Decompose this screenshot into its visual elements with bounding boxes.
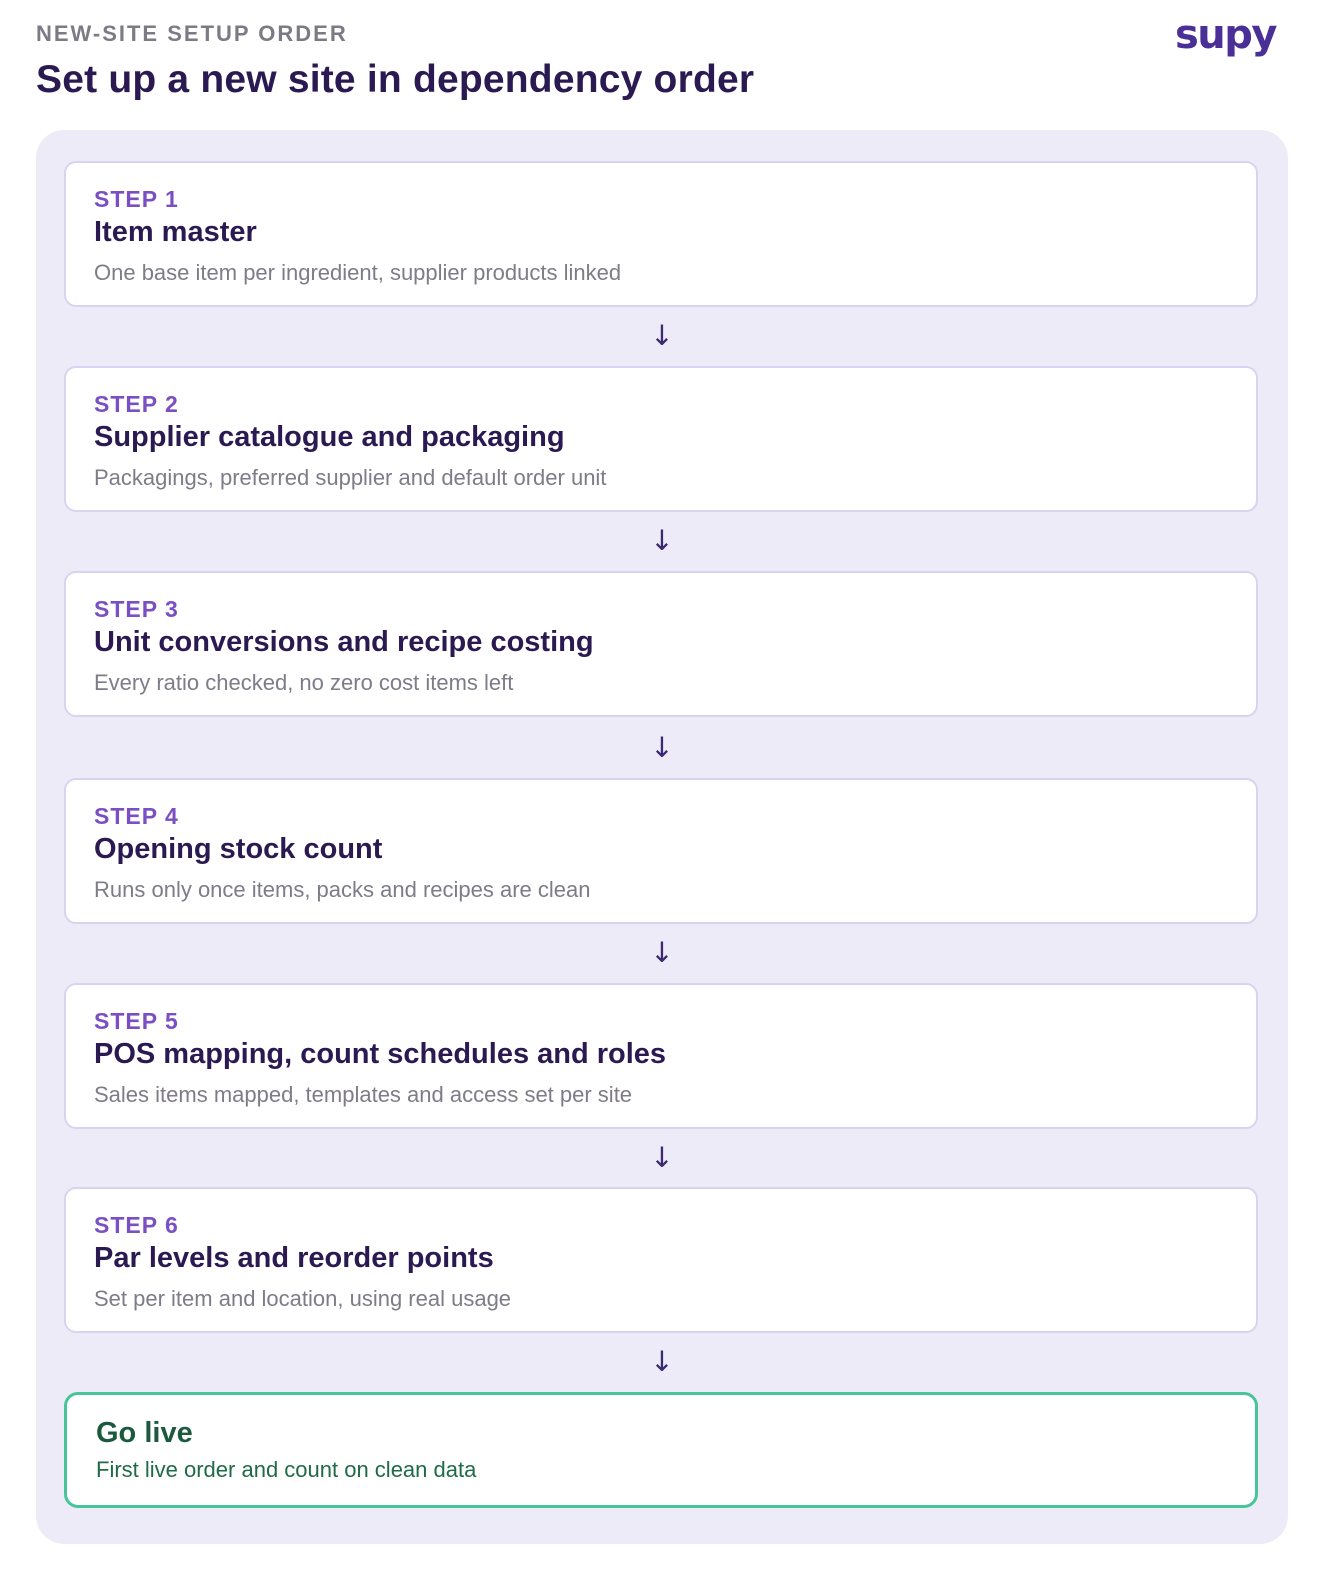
step-title: POS mapping, count schedules and roles xyxy=(94,1038,667,1070)
step-title: Opening stock count xyxy=(94,833,383,865)
step-label: STEP 5 xyxy=(94,1008,179,1034)
step-card-5: STEP 5 POS mapping, count schedules and … xyxy=(64,983,1258,1129)
step-card-4: STEP 4 Opening stock count Runs only onc… xyxy=(64,778,1258,924)
step-title: Item master xyxy=(94,216,257,248)
step-label: STEP 3 xyxy=(94,596,179,622)
step-card-1: STEP 1 Item master One base item per ing… xyxy=(64,161,1258,307)
go-live-title: Go live xyxy=(96,1417,193,1449)
page-title: Set up a new site in dependency order xyxy=(36,58,755,101)
down-arrow-icon: ↓ xyxy=(650,524,674,557)
down-arrow-icon: ↓ xyxy=(650,1141,674,1174)
step-description: One base item per ingredient, supplier p… xyxy=(94,260,622,285)
page-eyebrow: NEW-SITE SETUP ORDER xyxy=(36,21,348,46)
step-title: Unit conversions and recipe costing xyxy=(94,626,594,658)
step-label: STEP 4 xyxy=(94,803,179,829)
step-description: Runs only once items, packs and recipes … xyxy=(94,877,591,902)
step-title: Supplier catalogue and packaging xyxy=(94,421,565,453)
step-description: Every ratio checked, no zero cost items … xyxy=(94,670,514,695)
step-description: Sales items mapped, templates and access… xyxy=(94,1082,633,1107)
step-card-3: STEP 3 Unit conversions and recipe costi… xyxy=(64,571,1258,717)
step-card-6: STEP 6 Par levels and reorder points Set… xyxy=(64,1187,1258,1333)
step-label: STEP 2 xyxy=(94,391,179,417)
step-card-2: STEP 2 Supplier catalogue and packaging … xyxy=(64,366,1258,512)
step-title: Par levels and reorder points xyxy=(94,1242,494,1274)
step-label: STEP 6 xyxy=(94,1212,179,1238)
step-label: STEP 1 xyxy=(94,186,179,212)
down-arrow-icon: ↓ xyxy=(650,319,674,352)
down-arrow-icon: ↓ xyxy=(650,1345,674,1378)
supy-logo: supy xyxy=(1175,12,1278,58)
go-live-card: Go live First live order and count on cl… xyxy=(64,1392,1258,1508)
step-description: Packagings, preferred supplier and defau… xyxy=(94,465,607,490)
flow-panel: STEP 1 Item master One base item per ing… xyxy=(36,130,1288,1544)
down-arrow-icon: ↓ xyxy=(650,731,674,764)
down-arrow-icon: ↓ xyxy=(650,936,674,969)
go-live-description: First live order and count on clean data xyxy=(96,1457,477,1482)
step-description: Set per item and location, using real us… xyxy=(94,1286,512,1311)
